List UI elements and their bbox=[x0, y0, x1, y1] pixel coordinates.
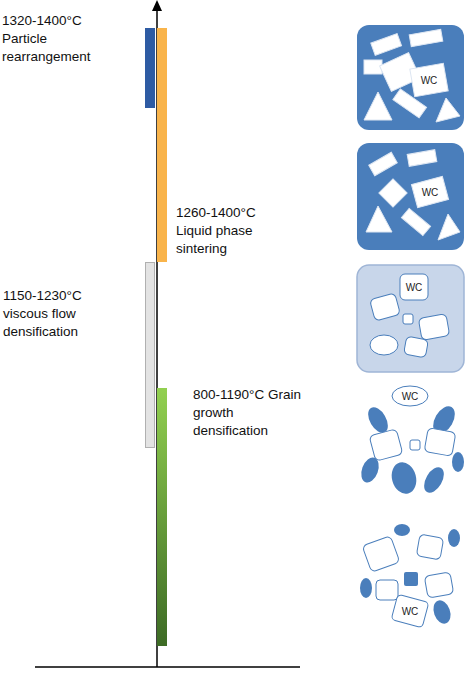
wc-particle bbox=[371, 34, 402, 56]
binder-droplet bbox=[452, 452, 464, 472]
binder-droplet bbox=[430, 598, 453, 626]
stage-label: 1150-1230°C viscous flow densification bbox=[3, 287, 115, 341]
binder-droplet bbox=[394, 524, 410, 536]
wc-particle bbox=[392, 386, 428, 406]
wc-particle bbox=[364, 60, 382, 74]
stage-band: 1260-1400°C Liquid phase sintering bbox=[157, 28, 167, 262]
binder-droplet bbox=[420, 464, 448, 496]
wc-particle bbox=[407, 150, 437, 167]
wc-particle bbox=[379, 179, 407, 207]
wc-particle bbox=[404, 336, 429, 358]
binder-droplet bbox=[358, 455, 382, 485]
stage-band: 1150-1230°C viscous flow densification bbox=[145, 262, 155, 448]
part-name: WC bbox=[406, 282, 423, 293]
stage-label: 800-1190°C Grain growth densification bbox=[193, 386, 303, 440]
particle-panel bbox=[357, 25, 464, 130]
particle-cluster bbox=[358, 386, 464, 497]
wc-particle bbox=[438, 214, 460, 240]
baseline bbox=[35, 666, 300, 668]
wc-particle bbox=[370, 293, 401, 321]
part-name: WC bbox=[421, 75, 438, 86]
wc-particle bbox=[416, 534, 443, 560]
stage-label: 1260-1400°C Liquid phase sintering bbox=[176, 204, 286, 258]
wc-particle bbox=[391, 594, 429, 627]
wc-particle bbox=[418, 314, 449, 341]
wc-particle bbox=[370, 335, 398, 355]
part-name: WC bbox=[402, 606, 419, 617]
stage-label: 1320-1400°C Particle rearrangement bbox=[2, 12, 127, 66]
wc-particle bbox=[411, 176, 448, 207]
stage-band: 800-1190°C Grain growth densification bbox=[157, 388, 167, 646]
binder-droplet bbox=[404, 572, 418, 586]
binder-droplet bbox=[388, 459, 419, 496]
axis-arrowhead bbox=[152, 0, 162, 11]
wc-particle bbox=[366, 206, 392, 232]
particle-cluster bbox=[360, 524, 460, 628]
wc-particle bbox=[369, 429, 403, 461]
wc-particle bbox=[436, 98, 460, 122]
particle-panel bbox=[357, 265, 464, 372]
wc-particle bbox=[393, 89, 427, 118]
binder-droplet bbox=[360, 578, 372, 598]
part-name: WC bbox=[402, 391, 419, 402]
wc-particle bbox=[409, 29, 443, 46]
stage-band: 1320-1400°C Particle rearrangement bbox=[145, 28, 155, 108]
wc-particle bbox=[403, 314, 413, 324]
wc-particle bbox=[400, 274, 428, 300]
part-name: WC bbox=[422, 187, 439, 198]
particle-panel bbox=[357, 143, 464, 250]
binder-droplet bbox=[448, 529, 460, 547]
viscous-binder bbox=[357, 265, 464, 372]
wc-particle bbox=[376, 580, 398, 600]
wc-particle bbox=[362, 536, 400, 573]
wc-particle bbox=[364, 92, 392, 120]
wc-particle bbox=[410, 440, 420, 450]
wc-particle bbox=[424, 572, 453, 598]
binder-melt bbox=[357, 143, 464, 250]
wc-particle bbox=[424, 428, 456, 456]
wc-particle bbox=[369, 152, 398, 175]
wc-particle bbox=[401, 208, 430, 235]
binder-melt bbox=[357, 25, 464, 130]
wc-particle bbox=[410, 63, 448, 96]
